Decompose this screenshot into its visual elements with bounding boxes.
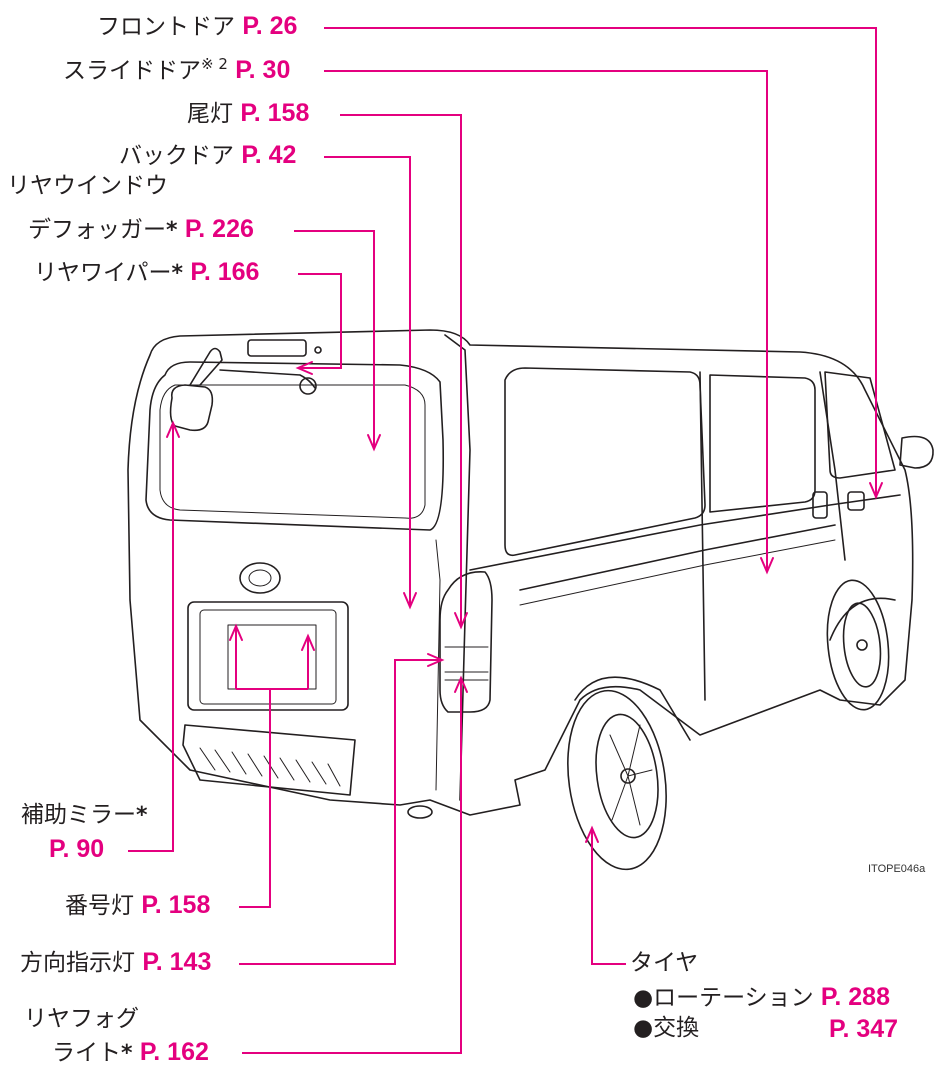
arrow-back-door [403, 592, 417, 610]
label-slide-door: スライドドア※ 2 P. 30 [63, 57, 290, 83]
side-window-front [824, 371, 896, 479]
label-rear-fog-line2: ライト* P. 162 [52, 1040, 209, 1065]
leader-rear-defogger [294, 230, 375, 447]
leader-slide-door [324, 70, 768, 570]
label-rear-fog-line1: リヤフォグ [24, 1008, 139, 1031]
leader-aux-mirror [128, 425, 174, 852]
label-rear-wiper: リヤワイパー* P. 166 [34, 260, 259, 285]
arrow-aux-mirror [166, 420, 180, 438]
slide-door-mark: ※ 2 [201, 55, 228, 73]
turn-signal-text: 方向指示灯 [20, 950, 135, 976]
rear-fog-mark: * [121, 1041, 133, 1066]
rear-defogger-line1-text: リヤウインドウ [7, 173, 168, 199]
label-tire-title: タイヤ [630, 952, 698, 975]
arrow-slide-door [760, 557, 774, 575]
front-wheel [826, 579, 890, 711]
rear-defogger-line2-text: デフォッガー [28, 217, 166, 243]
label-tail-lamp: 尾灯 P. 158 [187, 101, 309, 126]
label-license-lamp: 番号灯 P. 158 [65, 893, 210, 918]
label-aux-mirror-line1: 補助ミラー* [21, 804, 148, 827]
rear-wiper-text: リヤワイパー [34, 260, 172, 286]
leader-tire [591, 830, 626, 965]
rear-defogger-page-link[interactable]: P. 226 [184, 215, 254, 243]
label-rear-defogger-line1: リヤウインドウ [7, 175, 168, 198]
label-tire-replace: ●交換 P. 347 [633, 1015, 898, 1042]
label-rear-defogger-line2: デフォッガー* P. 226 [28, 217, 254, 242]
arrow-tire [585, 825, 599, 843]
tire-replace-text: ●交換 [633, 1015, 700, 1041]
license-lamp-text: 番号灯 [65, 893, 134, 919]
turn-signal-page-link[interactable]: P. 143 [142, 948, 212, 976]
aux-mirror-text: 補助ミラー [21, 802, 136, 828]
label-tire-rotation: ●ローテーション P. 288 [633, 985, 890, 1010]
aux-mirror-mark: * [136, 803, 148, 828]
arrow-rear-wiper [295, 361, 313, 375]
leader-turn-signal [239, 659, 440, 965]
rear-fog-line2-text: ライト [52, 1040, 121, 1066]
front-door-page-link[interactable]: P. 26 [242, 12, 298, 40]
back-door-text: バックドア [119, 143, 234, 169]
license-lamp-page-link[interactable]: P. 158 [141, 891, 211, 919]
leader-tail-lamp [340, 114, 462, 625]
arrow-rear-fog [454, 675, 468, 693]
label-back-door: バックドア P. 42 [119, 143, 296, 168]
rear-wiper-page-link[interactable]: P. 166 [190, 258, 260, 286]
arrow-front-door [869, 482, 883, 500]
aux-mirror [169, 384, 214, 432]
side-window-front-slide [504, 367, 706, 557]
slide-door-text: スライドドア [63, 58, 201, 84]
arrow-license-lamp-right [301, 633, 315, 651]
rear-defogger-mark: * [166, 218, 178, 243]
leader-back-door [324, 156, 411, 605]
tail-lamp-page-link[interactable]: P. 158 [240, 99, 310, 127]
rear-step [182, 724, 356, 796]
rear-fog-line1-text: リヤフォグ [24, 1006, 139, 1032]
leader-rear-fog [242, 680, 462, 1054]
leader-license-lamp [235, 628, 309, 908]
tire-title-text: タイヤ [630, 950, 699, 976]
label-aux-mirror-line2: P. 90 [49, 837, 104, 862]
arrow-turn-signal [427, 653, 445, 667]
label-front-door: フロントドア P. 26 [97, 14, 297, 39]
slide-door-page-link[interactable]: P. 30 [235, 56, 291, 84]
emblem [239, 562, 281, 594]
tail-lamp-cluster [439, 571, 493, 713]
aux-mirror-page-link[interactable]: P. 90 [49, 835, 105, 863]
rear-fog-page-link[interactable]: P. 162 [139, 1038, 209, 1066]
side-window-slide [709, 374, 816, 513]
leader-front-door [324, 27, 877, 495]
arrow-license-lamp-left [229, 623, 243, 641]
leader-rear-wiper [298, 273, 342, 369]
label-turn-signal: 方向指示灯 P. 143 [20, 950, 211, 975]
van-body-outline [127, 329, 914, 816]
rear-wheel [567, 689, 667, 871]
figure-code: ITOPE046a [868, 863, 926, 875]
back-door-page-link[interactable]: P. 42 [241, 141, 297, 169]
arrow-tail-lamp [454, 612, 468, 630]
tire-rotation-page-link[interactable]: P. 288 [820, 983, 890, 1011]
front-door-text: フロントドア [97, 14, 235, 40]
tire-rotation-text: ●ローテーション [633, 985, 814, 1011]
tire-replace-page-link[interactable]: P. 347 [829, 1015, 899, 1043]
rear-wiper-mark: * [171, 261, 184, 286]
arrow-rear-defogger [367, 434, 381, 452]
tail-lamp-text: 尾灯 [187, 101, 233, 127]
rear-window [145, 361, 445, 531]
